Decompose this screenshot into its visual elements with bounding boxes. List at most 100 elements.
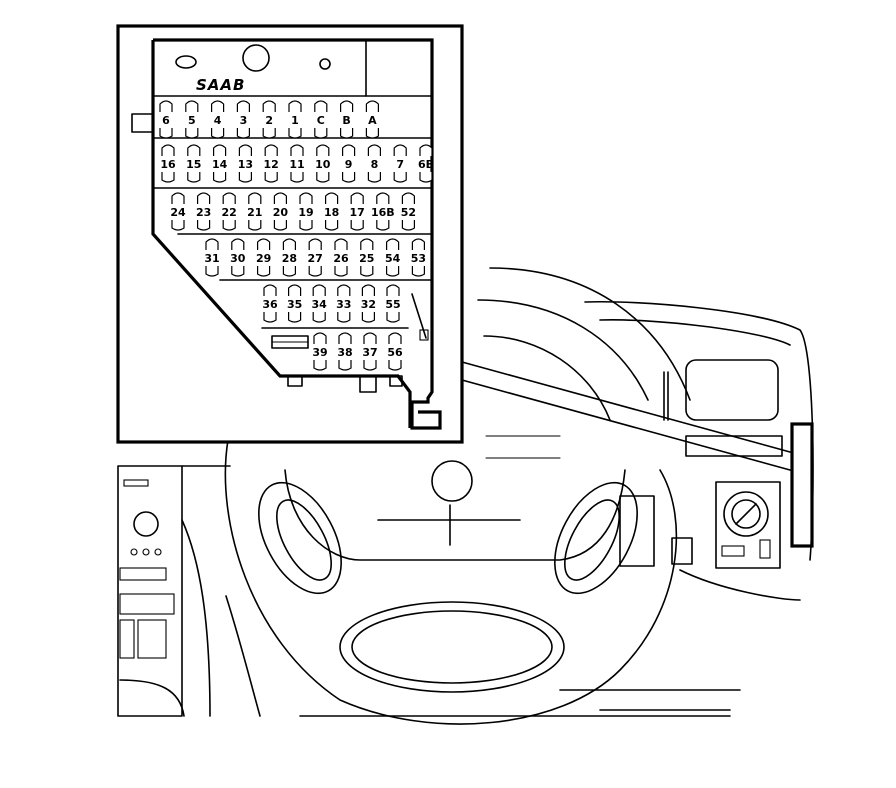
fuse-label: 4	[214, 114, 222, 127]
fuse-label: 3	[240, 114, 248, 127]
fuse-label: 22	[222, 206, 237, 219]
fuse-label: 52	[401, 206, 416, 219]
fuse: 24	[170, 192, 186, 231]
fuse: 7	[393, 144, 407, 183]
fuse: 54	[385, 238, 401, 277]
fuse-label: 15	[186, 158, 201, 171]
horn-emblem	[431, 460, 473, 502]
fuse: 18	[324, 192, 339, 231]
fuse-panel-door	[790, 422, 814, 548]
left-spoke-oval	[258, 481, 342, 595]
fuse-label: 56	[387, 346, 403, 359]
fuse: 6B	[418, 144, 434, 183]
fuse: 39	[312, 332, 328, 371]
fuse: 28	[282, 238, 297, 277]
fuse: 13	[238, 144, 253, 183]
fuse: 8	[367, 144, 381, 183]
fuse: 53	[411, 238, 426, 277]
fuse-label: 18	[324, 206, 339, 219]
fuse: 55	[385, 284, 401, 323]
fuse-label: 5	[188, 114, 196, 127]
fuse-label: 36	[262, 298, 278, 311]
right-vent	[685, 359, 779, 421]
fuse: 35	[287, 284, 302, 323]
fuse-label: 27	[308, 252, 323, 265]
fuse: 9	[342, 144, 356, 183]
fuse: 12	[264, 144, 279, 183]
fuse-label: 24	[170, 206, 186, 219]
fuse: 1	[288, 100, 302, 139]
fuse: 52	[401, 192, 416, 231]
fuse: 2	[262, 100, 276, 139]
fuse-label: 6	[162, 114, 170, 127]
fuse-label: 31	[204, 252, 219, 265]
fuse: 31	[204, 238, 220, 277]
fuse-label: C	[317, 114, 325, 127]
fuse-label: 16	[160, 158, 176, 171]
fuse: 6	[159, 100, 173, 139]
fuse-box	[131, 38, 442, 430]
right-spoke-oval	[554, 481, 638, 595]
fuse: 20	[273, 192, 288, 231]
fuse-label: A	[368, 114, 377, 127]
fuse: 4	[211, 100, 225, 139]
fuse: 10	[315, 144, 331, 183]
fuse: 27	[308, 238, 323, 277]
small-hole	[319, 58, 331, 70]
fuse: 38	[337, 332, 353, 371]
fuse-label: 26	[333, 252, 349, 265]
fuse: 34	[312, 284, 327, 323]
steering-wheel-rim	[224, 439, 678, 725]
fuse-label: 35	[287, 298, 302, 311]
fuse: 15	[186, 144, 201, 183]
fuse: 29	[256, 238, 271, 277]
fuse-box-outline	[151, 38, 442, 430]
fuse-label: 7	[396, 158, 404, 171]
fuse-label: 39	[312, 346, 327, 359]
fuse: 22	[222, 192, 237, 231]
fuse: 3	[236, 100, 250, 139]
left-vent	[117, 465, 183, 717]
leader-line-top	[461, 361, 791, 453]
fuse: 36	[262, 284, 278, 323]
fuse-label: 32	[361, 298, 376, 311]
fuse-label: 10	[315, 158, 331, 171]
fuse-label: 17	[350, 206, 365, 219]
fuse-label: 38	[337, 346, 352, 359]
fuse-label: 2	[265, 114, 273, 127]
fuse-label: 37	[362, 346, 377, 359]
fuse: 11	[289, 144, 305, 183]
fuse: 33	[336, 284, 351, 323]
left-knob	[133, 511, 159, 537]
dashboard-illustration	[117, 267, 814, 725]
fuse: 23	[196, 192, 211, 231]
fuse: 16	[160, 144, 176, 183]
fuse-label: 1	[291, 114, 299, 127]
fuse-label: 28	[282, 252, 297, 265]
fuse: A	[365, 100, 379, 139]
fuse: 17	[350, 192, 365, 231]
fuse: 16B	[371, 192, 395, 231]
fuse: 14	[212, 144, 228, 183]
fuse: 37	[362, 332, 378, 371]
fuse-label: 25	[359, 252, 374, 265]
fuse-label: 53	[411, 252, 426, 265]
fuse-label: 16B	[371, 206, 395, 219]
fuse: 56	[387, 332, 403, 371]
leader-line-bottom	[461, 379, 791, 471]
saab-logo: SAAB	[196, 76, 245, 94]
fuse-label: 30	[230, 252, 246, 265]
lower-hub-oval	[339, 601, 565, 693]
fuse-label: 21	[247, 206, 262, 219]
fuse-label: 14	[212, 158, 228, 171]
fuse-label: 23	[196, 206, 211, 219]
ignition-switch	[723, 491, 769, 537]
fuse-label: 19	[298, 206, 313, 219]
fuse: 5	[185, 100, 199, 139]
mounting-hole	[242, 44, 270, 72]
fuse-label: 12	[264, 158, 279, 171]
fuse: 30	[230, 238, 246, 277]
fuse: 26	[333, 238, 349, 277]
